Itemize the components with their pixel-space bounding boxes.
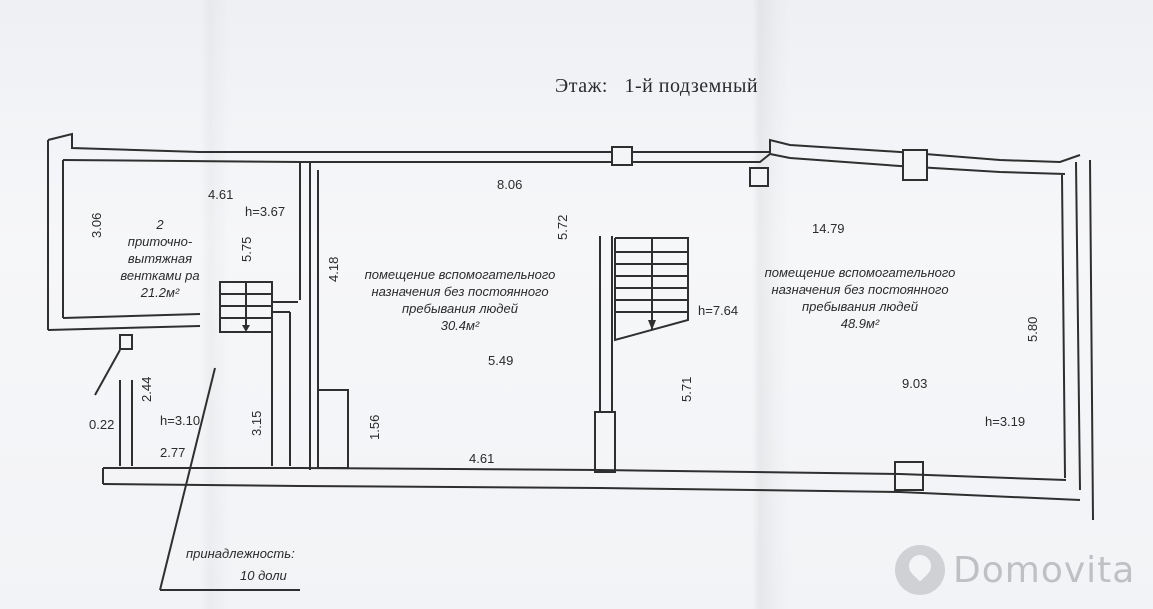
room-aux2-label: помещение вспомогательного назначения бе… xyxy=(755,264,965,332)
belonging-note: принадлежность: 10 доли xyxy=(186,543,295,587)
room-vent-label: 2 приточно- вытяжная вентками ра 21.2м² xyxy=(105,216,215,301)
room-aux1-area: 30.4м² xyxy=(440,318,480,333)
bottom-wall-outer xyxy=(102,483,1081,501)
vent-bottom-wall xyxy=(47,325,201,331)
dim-0-22: 0.22 xyxy=(89,417,115,432)
room-aux1-line2: назначения без постоянного xyxy=(371,284,549,299)
room-vent-line1: приточно- xyxy=(127,234,193,249)
dim-h-3-10: h=3.10 xyxy=(160,413,201,428)
top-wall-inner xyxy=(62,152,1066,175)
location-pin-icon xyxy=(895,545,945,595)
vent-bottom-wall-inner xyxy=(62,313,201,319)
dim-h-3-19: h=3.19 xyxy=(985,414,1026,429)
dim-5-71: 5.71 xyxy=(679,376,694,402)
dim-4-61-top: 4.61 xyxy=(208,187,234,202)
dim-5-49: 5.49 xyxy=(488,353,514,368)
dim-4-61-bottom: 4.61 xyxy=(469,451,495,466)
floor-title: Этаж: 1-й подземный xyxy=(555,75,759,97)
dim-5-72: 5.72 xyxy=(555,214,570,240)
room-aux1-line3: пребывания людей xyxy=(402,301,518,316)
belonging-line1: принадлежность: xyxy=(186,546,295,561)
bottom-wall-inner xyxy=(103,467,1067,481)
top-wall-outer xyxy=(47,132,1081,164)
leader-line xyxy=(159,367,216,591)
dim-5-80: 5.80 xyxy=(1025,316,1040,342)
room-vent-line2: вытяжная xyxy=(127,251,193,266)
dim-3-15: 3.15 xyxy=(249,410,264,436)
dim-h-3-67: h=3.67 xyxy=(245,204,286,219)
right-wall-outer xyxy=(1075,161,1081,491)
dim-5-75: 5.75 xyxy=(239,236,254,262)
dim-14-79: 14.79 xyxy=(812,221,845,236)
room-aux1-line1: помещение вспомогательного xyxy=(364,267,556,282)
watermark-text: Domovita xyxy=(953,549,1136,591)
dim-h-7-64: h=7.64 xyxy=(698,303,739,318)
right-wall-inner xyxy=(1061,174,1066,479)
dim-2-44: 2.44 xyxy=(139,376,154,402)
dim-3-06: 3.06 xyxy=(89,212,104,238)
dim-9-03: 9.03 xyxy=(902,376,928,391)
watermark: Domovita xyxy=(895,545,1135,595)
dim-8-06: 8.06 xyxy=(497,177,523,192)
room-aux2-area: 48.9м² xyxy=(840,316,880,331)
dim-2-77: 2.77 xyxy=(160,445,186,460)
dim-1-56: 1.56 xyxy=(367,414,382,440)
room-aux2-line3: пребывания людей xyxy=(802,299,918,314)
room-vent-line3: вентками ра xyxy=(120,268,200,283)
room-aux2-line2: назначения без постоянного xyxy=(771,282,949,297)
dim-4-18: 4.18 xyxy=(326,256,341,282)
belonging-line2: 10 доли xyxy=(240,568,287,583)
room-aux2-line1: помещение вспомогательного xyxy=(764,265,956,280)
room-vent-area: 21.2м² xyxy=(140,285,180,300)
room-aux1-label: помещение вспомогательного назначения бе… xyxy=(340,266,580,334)
room-vent-number: 2 xyxy=(156,217,164,232)
central-stair xyxy=(614,237,689,342)
closet xyxy=(317,389,349,469)
